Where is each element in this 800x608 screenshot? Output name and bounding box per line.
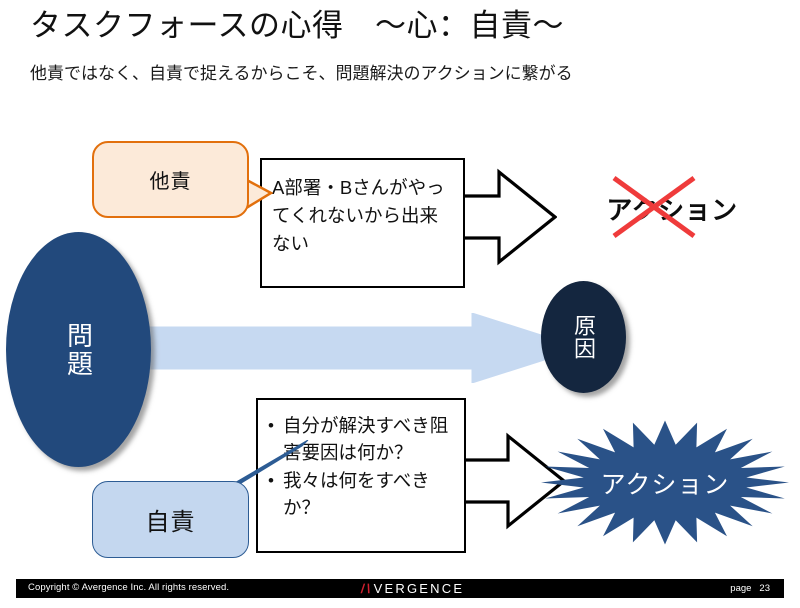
logo-a-mark: /\ [359, 581, 374, 596]
footer-copyright: Copyright © Avergence Inc. All rights re… [28, 582, 230, 593]
list-item: 自分が解決すべき阻害要因は何か？ [266, 412, 456, 466]
list-item: 我々は何をすべきか？ [266, 467, 456, 521]
excuse-textbox: A部署・Bさんがやってくれないから出来ない [260, 158, 465, 288]
crossed-action-group: アクション [572, 175, 772, 239]
page-subtitle: 他責ではなく、自責で捉えるからこそ、問題解決のアクションに繋がる [30, 64, 573, 83]
question-list: 自分が解決すべき阻害要因は何か？ 我々は何をすべきか？ [266, 412, 456, 521]
self-blame-bubble-label: 自責 [145, 509, 196, 536]
red-cross-icon [610, 174, 698, 240]
footer-bar: Copyright © Avergence Inc. All rights re… [16, 579, 784, 598]
self-blame-bubble: 自責 [92, 481, 249, 558]
question-textbox: 自分が解決すべき阻害要因は何か？ 我々は何をすべきか？ [256, 398, 466, 553]
page-title: タスクフォースの心得 〜心：自責〜 [30, 8, 564, 43]
action-starburst: アクション [540, 420, 790, 545]
other-blame-bubble: 他責 [92, 141, 249, 218]
avergence-logo: /\VERGENCE [359, 581, 465, 596]
other-blame-bubble-label: 他責 [149, 171, 192, 193]
cause-ellipse: 原因 [541, 281, 626, 393]
page-number-group: page 23 [730, 583, 770, 594]
page-label: page [730, 583, 752, 594]
page-number: 23 [759, 583, 770, 594]
cause-ellipse-label: 原因 [571, 314, 596, 360]
problem-ellipse-label: 問題 [63, 321, 94, 378]
action-starburst-label: アクション [600, 470, 730, 499]
logo-wordmark: VERGENCE [373, 581, 465, 596]
problem-to-cause-arrow [121, 312, 584, 384]
problem-ellipse: 問題 [6, 232, 151, 467]
